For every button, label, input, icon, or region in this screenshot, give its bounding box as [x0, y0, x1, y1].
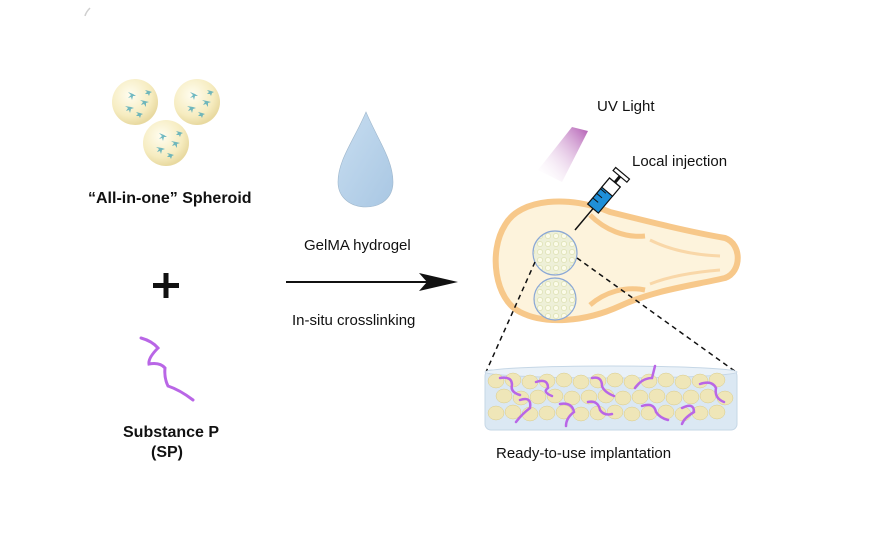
mini-spheroid: [606, 372, 624, 388]
mini-spheroid: [657, 372, 675, 388]
crosslinking-label: In-situ crosslinking: [292, 312, 416, 329]
peptide-squiggle-icon: [139, 336, 195, 402]
mini-spheroid: [529, 389, 547, 405]
mini-spheroid: [504, 404, 522, 420]
gelma-label: GelMA hydrogel: [304, 237, 411, 254]
mini-spheroid: [682, 389, 700, 405]
defect-circle: [532, 230, 578, 276]
substance-p-abbrev-label: (SP): [151, 444, 183, 461]
syringe-icon: [574, 166, 631, 231]
process-arrow: [286, 273, 458, 291]
mini-spheroid: [648, 388, 666, 404]
mini-spheroid: [623, 406, 641, 422]
mini-spheroid: [614, 390, 632, 406]
mini-spheroid: [572, 374, 590, 390]
mini-spheroid: [555, 372, 573, 388]
defect-circle: [533, 277, 577, 321]
mini-spheroid: [623, 374, 641, 390]
spheroid-group: [112, 79, 220, 166]
mini-spheroid: [708, 404, 726, 420]
spheroid: [143, 120, 189, 166]
mini-spheroid: [572, 406, 590, 422]
mini-spheroid: [606, 404, 624, 420]
mini-spheroid: [580, 389, 598, 405]
mini-spheroid: [674, 374, 692, 390]
mini-spheroid: [546, 388, 564, 404]
mini-spheroid: [563, 390, 581, 406]
mini-spheroid: [665, 390, 683, 406]
mini-spheroid: [504, 372, 522, 388]
mini-spheroid: [487, 373, 505, 389]
spheroid: [112, 79, 158, 125]
spheroid-label: “All-in-one” Spheroid: [88, 190, 252, 207]
plus-icon: [153, 273, 179, 298]
mini-spheroid: [631, 389, 649, 405]
mini-spheroid: [495, 388, 513, 404]
mini-spheroid: [487, 405, 505, 421]
local-injection-label: Local injection: [632, 153, 728, 170]
implantation-label: Ready-to-use implantation: [496, 445, 672, 462]
mini-spheroid: [674, 406, 692, 422]
implant-gel: [484, 364, 738, 431]
substance-p-label: Substance P: [123, 424, 220, 441]
hydrogel-droplet-icon: [337, 111, 394, 208]
mini-spheroid: [538, 405, 556, 421]
mini-spheroid: [708, 372, 726, 388]
zoom-guide-line: [576, 257, 737, 373]
mini-spheroid: [699, 388, 717, 404]
mini-spheroid: [589, 373, 607, 389]
uv-light-beam-icon: [538, 127, 588, 182]
spheroid: [174, 79, 220, 125]
zoom-guide-line: [485, 261, 536, 373]
skull-illustration: [492, 198, 741, 324]
mini-spheroid: [691, 373, 709, 389]
stray-mark: [84, 7, 91, 17]
uv-light-label: UV Light: [597, 98, 655, 115]
